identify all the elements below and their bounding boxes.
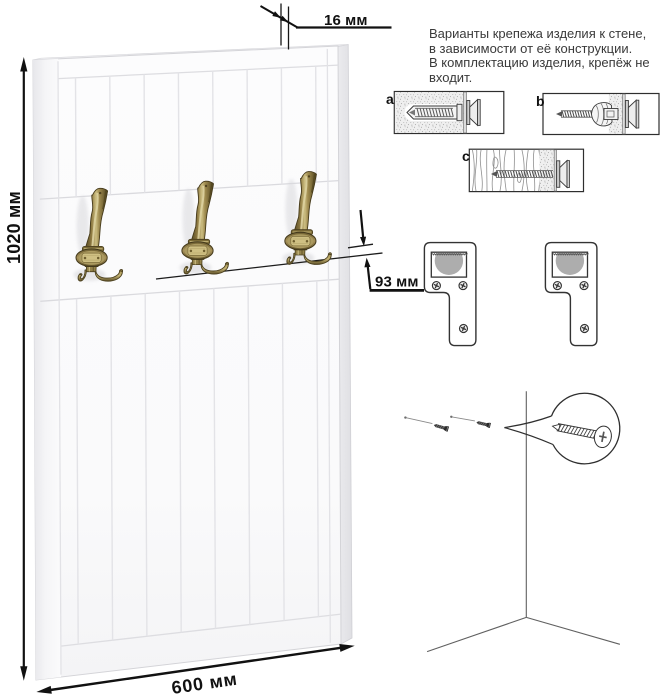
svg-text:93 мм: 93 мм bbox=[375, 274, 419, 291]
svg-text:1020 мм: 1020 мм bbox=[4, 191, 24, 264]
svg-text:16 мм: 16 мм bbox=[324, 12, 368, 29]
svg-text:c: c bbox=[462, 148, 470, 164]
svg-text:600 мм: 600 мм bbox=[170, 669, 239, 698]
svg-text:a: a bbox=[386, 91, 394, 107]
svg-text:b: b bbox=[536, 93, 545, 109]
